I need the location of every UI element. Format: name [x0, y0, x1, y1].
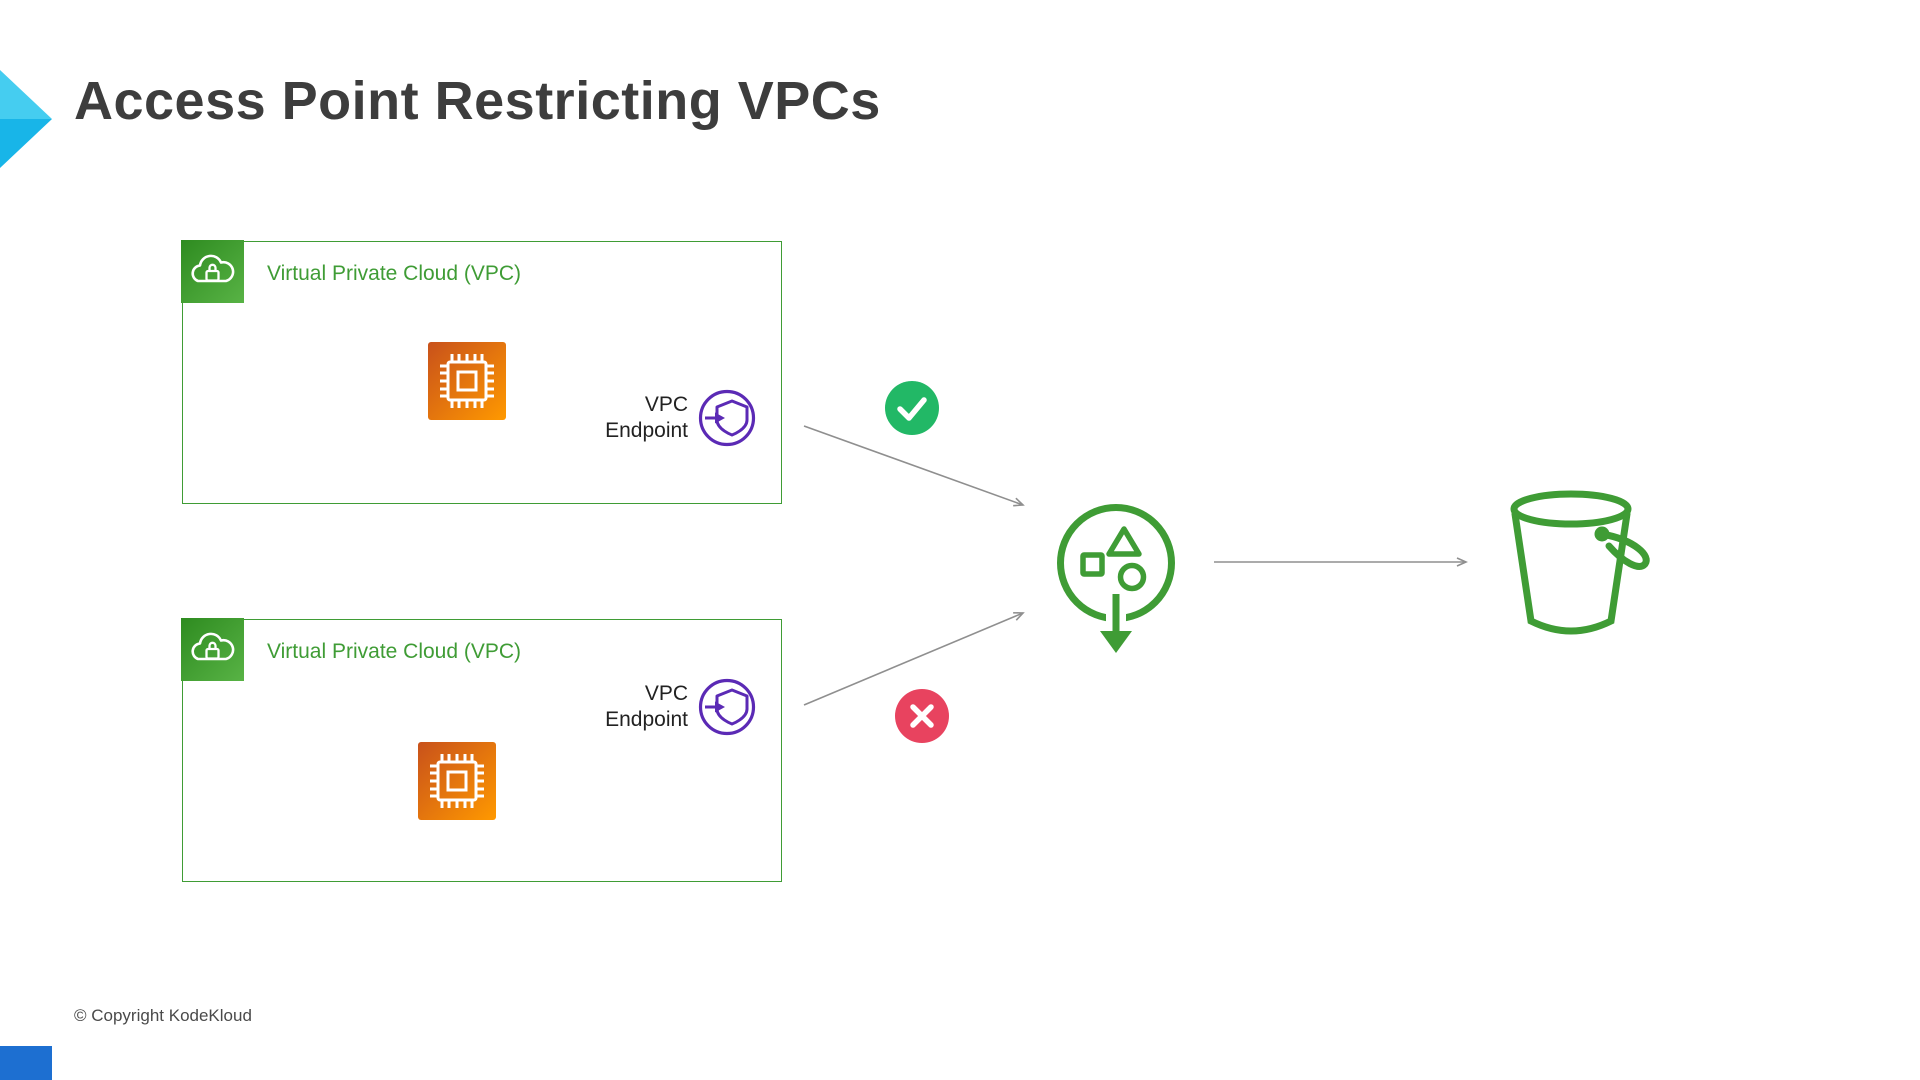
vpc-endpoint-icon	[696, 387, 758, 449]
vpc-endpoint-label-line1: VPC	[644, 682, 688, 705]
vpc-box-1: Virtual Private Cloud (VPC) VPC Endpoint	[181, 240, 782, 504]
vpc-cloud-lock-icon	[181, 618, 245, 682]
vpc-cloud-lock-icon	[181, 240, 245, 304]
vpc-label: Virtual Private Cloud (VPC)	[267, 639, 522, 663]
vpc-endpoint-label: VPC Endpoint	[538, 681, 688, 733]
vpc-endpoint-icon	[696, 676, 758, 738]
vpc-endpoint-label: VPC Endpoint	[538, 392, 688, 444]
page-title: Access Point Restricting VPCs	[74, 71, 881, 131]
arrow-vpc1-to-accesspoint	[803, 425, 1025, 507]
ec2-instance-icon	[418, 742, 496, 820]
s3-bucket-icon	[1510, 490, 1650, 635]
kodekloud-chevron-icon	[0, 70, 52, 168]
vpc-box-2: Virtual Private Cloud (VPC) VPC Endpoint	[181, 618, 782, 882]
check-icon	[885, 381, 939, 435]
copyright-text: © Copyright KodeKloud	[74, 1006, 252, 1025]
vpc-endpoint-label-line2: Endpoint	[605, 708, 688, 731]
cross-icon	[895, 689, 949, 743]
vpc-label: Virtual Private Cloud (VPC)	[267, 261, 522, 285]
brand-corner-square	[0, 1046, 52, 1080]
vpc-endpoint-label-line2: Endpoint	[605, 419, 688, 442]
ec2-instance-icon	[428, 342, 506, 420]
vpc-endpoint-label-line1: VPC	[644, 393, 688, 416]
s3-access-point-icon	[1057, 504, 1175, 653]
